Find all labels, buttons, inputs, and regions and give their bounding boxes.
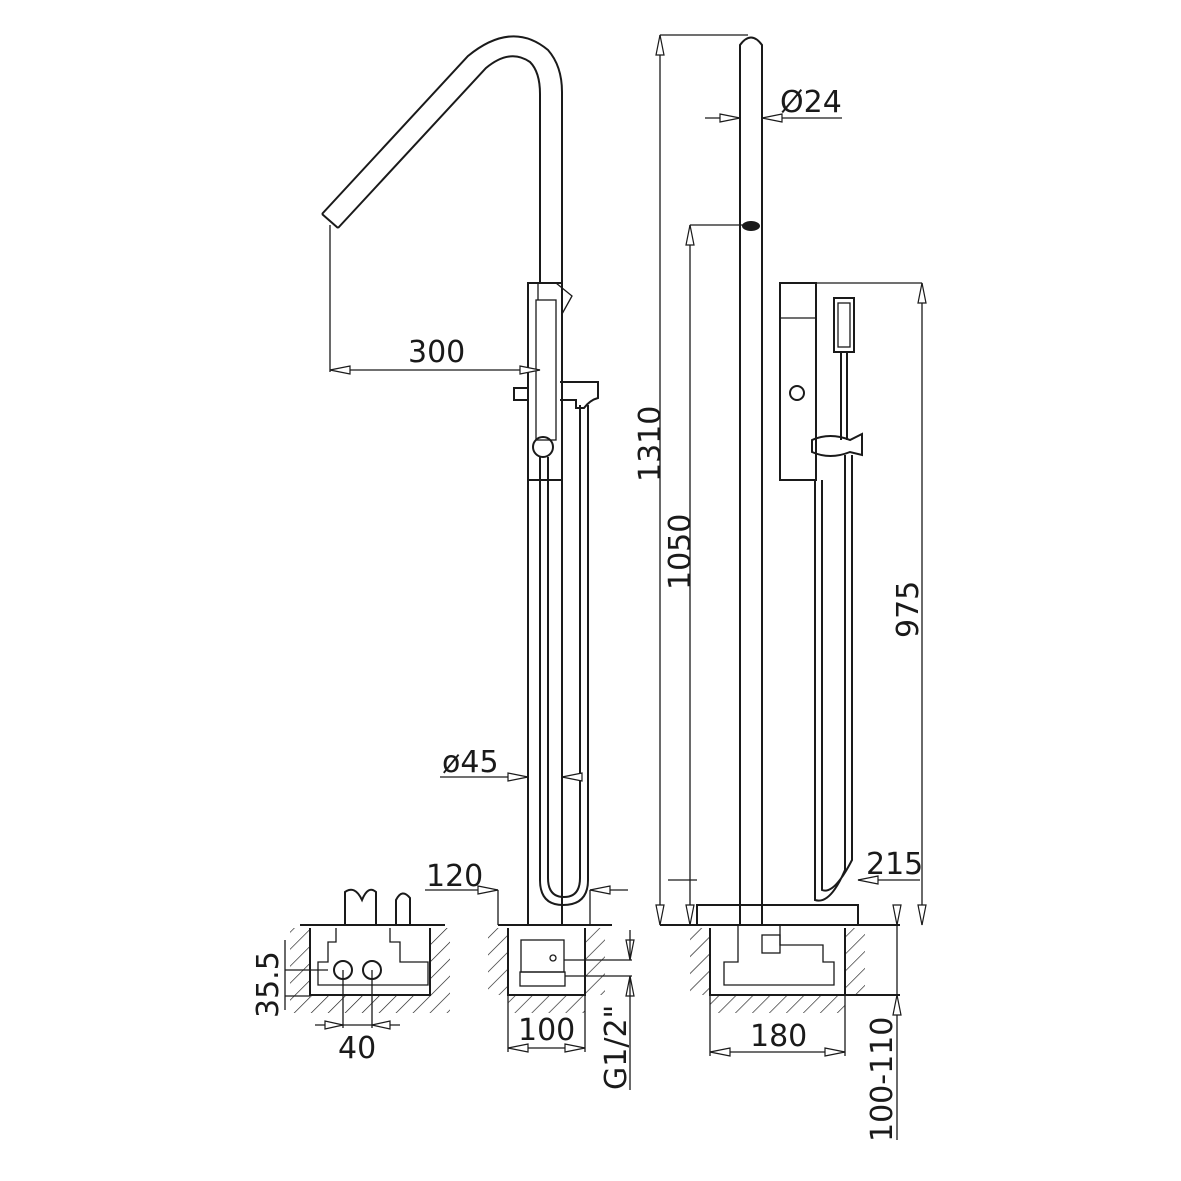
dim-pipe-diameter: Ø24: [780, 85, 842, 120]
dim-inlet-spacing: 40: [338, 1031, 376, 1066]
dim-box-width-side: 100: [518, 1013, 575, 1048]
spout-inner: [337, 55, 541, 283]
lever: [513, 387, 529, 401]
shower-body: [779, 282, 817, 481]
dim-spout-height: 1050: [663, 514, 698, 590]
hose-holder: [560, 381, 599, 409]
front-view: 1310 1050 Ø24 975 215: [633, 34, 927, 926]
install-box-right: 180 100-110: [690, 904, 902, 1142]
dim-box-depth: 100-110: [865, 1017, 900, 1142]
shower-holder: [811, 432, 863, 457]
dim-inlet-height: 35.5: [251, 951, 286, 1018]
dim-spout-reach: 300: [408, 335, 465, 370]
dim-hose-offset: 120: [426, 859, 483, 894]
install-box-left: 35.5 40: [251, 888, 450, 1066]
dim-thread: G1/2": [599, 1005, 634, 1090]
side-view: 300 ø45 120: [321, 35, 628, 926]
dim-column-diameter: ø45: [442, 745, 499, 780]
dim-hand-shower-height: 975: [891, 581, 926, 638]
main-pipe: [739, 36, 763, 925]
base-plate: [696, 904, 859, 926]
spout-outer: [321, 35, 563, 283]
knob: [532, 436, 554, 458]
install-box-middle: G1/2" 100: [488, 928, 635, 1090]
dim-hand-shower-offset: 215: [866, 847, 923, 882]
dim-box-width-front: 180: [750, 1019, 807, 1054]
front-hose: [814, 455, 853, 902]
spout-outlet: [742, 221, 760, 231]
dim-total-height: 1310: [633, 406, 668, 482]
hose: [539, 405, 589, 907]
hand-shower: [833, 297, 855, 353]
